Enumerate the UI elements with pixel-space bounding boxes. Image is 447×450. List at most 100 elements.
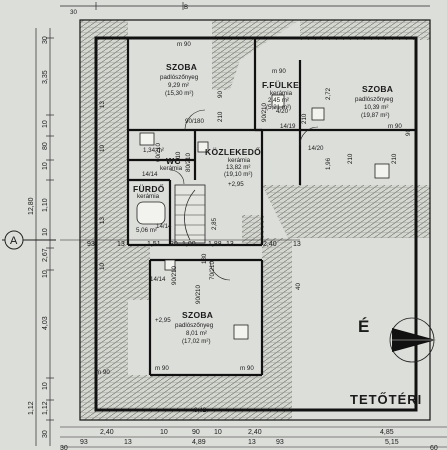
dim-mid-3: 30 (170, 241, 178, 248)
note-14-20: 14/20 (308, 145, 324, 152)
dim-mid-0: 93 (87, 241, 95, 248)
room-furdo: FÜRDŐ kerámia 5,06 m² (133, 183, 165, 234)
dim-left-6: 12,80 (28, 197, 35, 215)
note-elev-a: +2,95 (228, 181, 244, 188)
note-v90-210-b: 90/210 (171, 266, 178, 285)
note-m90-e: m 90 (96, 369, 110, 376)
note-4-20: 4/20 (276, 108, 289, 115)
room-szoba-bottom: SZOBA padlószőnyeg 8,01 m² (17,02 m²) (175, 310, 214, 345)
mid-dimension-row: 93 13 1,51 30 1,00 1,88 13 2,40 13 (60, 239, 301, 248)
dim-left-5: 1,10 (42, 198, 49, 212)
door-swings (169, 109, 319, 281)
note-v90-210-c: 90/210 (195, 285, 202, 304)
wc-toilet (139, 132, 155, 146)
section-marker-label: A (10, 235, 18, 247)
room-area: 10,39 m² (364, 104, 388, 111)
note-v210-a: 210 (217, 111, 224, 122)
room-area-total: (15,30 m²) (165, 90, 194, 97)
room-area-total: (5,21 m²) (266, 104, 291, 111)
room-floor: padlószőnyeg (160, 74, 199, 81)
staircase (174, 184, 206, 244)
room-floor: kerámia (137, 193, 160, 200)
dim-top-left: 30 (70, 9, 77, 16)
note-v13b: 13 (99, 217, 106, 224)
note-m90-top: m 90 (177, 41, 191, 48)
dim-b3-0: 30 (60, 445, 68, 450)
note-v80-210: 80/210 (185, 153, 192, 172)
left-dimension-lines (35, 28, 54, 446)
room-floor: kerámia (228, 157, 251, 164)
note-v210-d: 210 (175, 151, 182, 162)
room-floor: kerámia (160, 165, 183, 172)
section-marker: A (2, 230, 56, 250)
note-v10a: 10 (99, 145, 106, 152)
note-v13a: 13 (99, 101, 106, 108)
room-name: FÜRDŐ (133, 183, 165, 194)
room-floor: padlószőnyeg (355, 96, 394, 103)
room-area: 9,29 m² (168, 82, 189, 89)
room-area-total: (19,10 m²) (224, 171, 253, 178)
note-v210-e: 210 (301, 113, 308, 124)
dim-b3-1: 60 (430, 445, 438, 450)
dim-b2-2: 4,89 (192, 439, 206, 446)
note-m90-d: m 90 (272, 68, 286, 75)
note-342: 3,42 (194, 407, 207, 414)
column-mid (164, 259, 176, 271)
left-dimension-labels: 30 3,35 10 80 10 1,10 12,80 10 2,67 10 4… (28, 36, 49, 438)
room-floor: padlószőnyeg (175, 322, 214, 329)
note-elev-b: +2,95 (155, 317, 171, 324)
room-name: WC (166, 156, 181, 166)
chimney-right (374, 163, 390, 179)
dim-b2-5: 5,15 (385, 439, 399, 446)
dim-left-3: 80 (42, 142, 49, 150)
bottom-dimension-labels: 2,40 10 90 10 2,40 4,85 93 13 4,89 13 93… (60, 429, 438, 450)
room-name: SZOBA (182, 310, 213, 320)
dim-b1-5: 4,85 (380, 429, 394, 436)
note-v90-210-a: 90/210 (261, 103, 268, 122)
room-name: KÖZLEKEDŐ (205, 146, 261, 157)
north-label: É (358, 317, 369, 336)
dim-b2-1: 13 (124, 439, 132, 446)
dim-left-14: 30 (42, 430, 49, 438)
dim-left-12: 1,12 (42, 401, 49, 415)
note-v40: 40 (295, 283, 302, 290)
dim-mid-6: 13 (226, 241, 234, 248)
roof-slope-right (262, 185, 430, 238)
dim-left-7: 10 (42, 228, 49, 236)
shaft-corridor (197, 141, 209, 153)
note-v272: 2,72 (325, 87, 332, 100)
room-area: 5,06 m² (136, 227, 157, 234)
shaft-right (311, 107, 325, 121)
dim-b1-4: 2,40 (248, 429, 262, 436)
note-90-180: 90/180 (185, 118, 204, 125)
room-name: SZOBA (362, 84, 393, 94)
room-szoba-right: SZOBA padlószőnyeg 10,39 m² (19,87 m²) (355, 84, 394, 119)
room-name: SZOBA (166, 62, 197, 72)
note-m90-c: m 90 (388, 123, 402, 130)
north-arrow: É (358, 317, 436, 363)
roof-slope-bottomright (262, 238, 292, 420)
note-v10b: 10 (99, 263, 106, 270)
annotations: m 90 90/180 14/20 14/14 14/14 14/14 14/1… (96, 41, 412, 414)
room-area: 13,82 m² (226, 164, 250, 171)
top-dimension (60, 2, 430, 10)
dim-b2-3: 13 (248, 439, 256, 446)
dim-mid-7: 2,40 (263, 241, 277, 248)
room-szoba-top: SZOBA padlószőnyeg 9,29 m² (15,30 m²) (160, 62, 199, 97)
bathtub (136, 201, 166, 225)
roof-slope-bottom (128, 375, 292, 420)
dim-b1-3: 10 (214, 429, 222, 436)
room-area: 1,34 m² (143, 147, 164, 154)
dim-left-11: 10 (42, 382, 49, 390)
note-v180: 180 (201, 253, 208, 264)
chimney-bottom (233, 324, 249, 340)
dim-b1-0: 2,40 (100, 429, 114, 436)
note-v210-c: 210 (391, 153, 398, 164)
room-wc: WC kerámia 1,34 m² (143, 147, 183, 172)
note-14-14-b: 14/14 (150, 276, 166, 283)
roof-patch-mid (242, 215, 264, 245)
dim-left-1: 3,35 (42, 70, 49, 84)
dim-b1-1: 10 (160, 429, 168, 436)
dim-b2-4: 93 (276, 439, 284, 446)
room-area-total: (19,87 m²) (361, 112, 390, 119)
